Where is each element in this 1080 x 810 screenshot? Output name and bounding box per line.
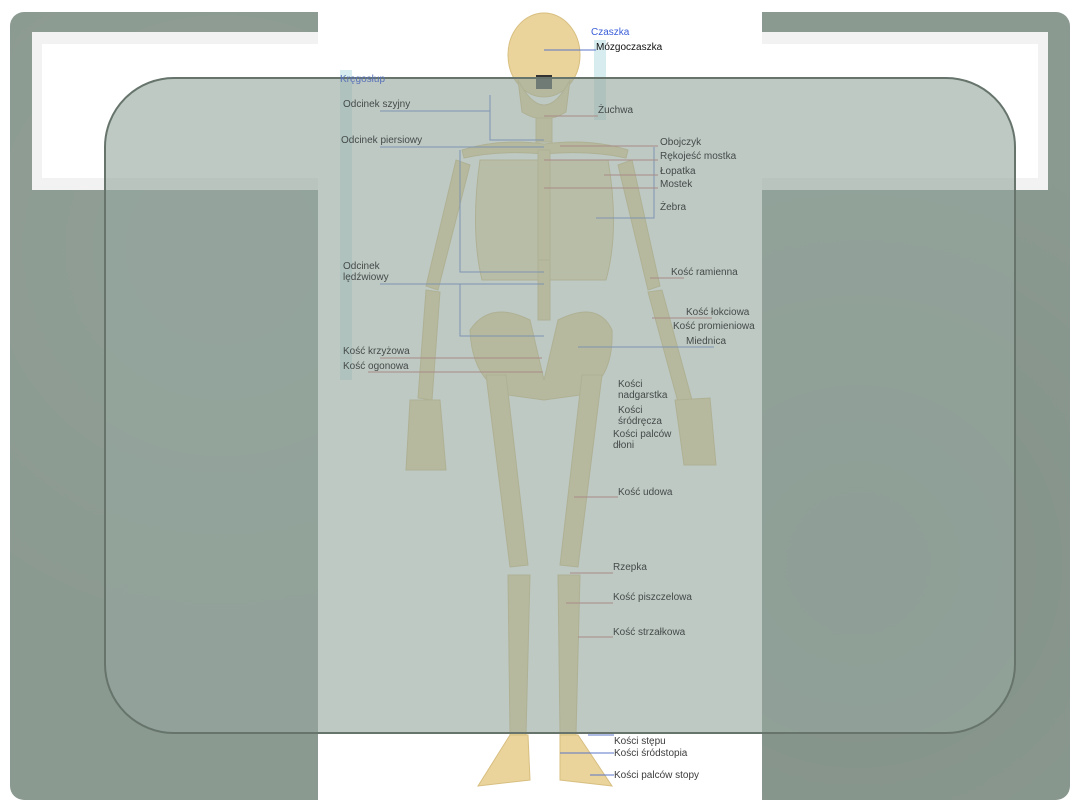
label-zebra: Żebra (660, 202, 687, 213)
content-placeholder-overlay[interactable] (104, 77, 1016, 734)
label-odcinek-szyjny: Odcinek szyjny (343, 99, 411, 110)
label-odcinek-ledzwiowy-1: Odcinek (343, 261, 380, 272)
label-kosc-lokciowa: Kość łokciowa (686, 307, 750, 318)
label-kosc-promieniowa: Kość promieniowa (673, 321, 755, 332)
label-kosc-ramienna: Kość ramienna (671, 267, 738, 278)
label-kosci-palcow-dloni-1: Kości palców (613, 429, 672, 440)
label-kosci-srodrecza-2: śródręcza (618, 416, 662, 427)
label-rzepka: Rzepka (613, 562, 647, 573)
label-kosci-srodstopia: Kości śródstopia (614, 748, 688, 759)
label-kosc-piszczelowa: Kość piszczelowa (613, 592, 692, 603)
label-zuchwa: Żuchwa (598, 105, 634, 116)
label-kosci-nadgarstka-1: Kości (618, 379, 643, 390)
label-kosci-nadgarstka-2: nadgarstka (618, 390, 668, 401)
label-lopatka: Łopatka (660, 166, 696, 177)
label-kosci-palcow-dloni-2: dłoni (613, 440, 635, 451)
label-kosci-stepu: Kości stępu (614, 736, 666, 747)
label-kosci-srodrecza-1: Kości (618, 405, 643, 416)
label-miednica: Miednica (686, 336, 727, 347)
label-kregoslup: Kręgosłup (340, 74, 386, 85)
label-kosci-palcow-stopy: Kości palców stopy (614, 770, 700, 781)
label-kosc-krzyzowa: Kość krzyżowa (343, 346, 410, 357)
label-kosc-udowa: Kość udowa (618, 487, 673, 498)
label-czaszka: Czaszka (591, 27, 630, 38)
label-rekojesc-mostka: Rękojeść mostka (660, 151, 737, 162)
label-kosc-strzalkowa: Kość strzałkowa (613, 627, 686, 638)
foot-right (477, 734, 531, 787)
label-odcinek-piersiowy: Odcinek piersiowy (341, 135, 423, 146)
foot-left (559, 734, 614, 787)
label-odcinek-ledzwiowy-2: lędźwiowy (343, 272, 389, 283)
label-mostek: Mostek (660, 179, 693, 190)
label-obojczyk: Obojczyk (660, 137, 702, 148)
label-kosc-ogonowa: Kość ogonowa (343, 361, 409, 372)
label-mozgoczaszka: Mózgoczaszka (596, 42, 663, 53)
